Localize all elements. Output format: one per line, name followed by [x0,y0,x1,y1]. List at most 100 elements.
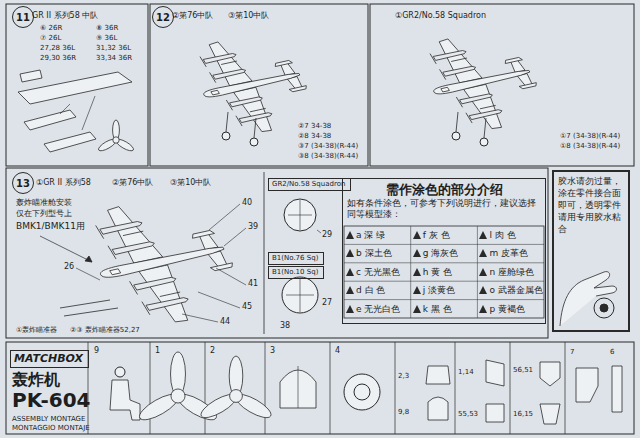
triangle-marker [346,268,354,276]
cell-divider [265,342,266,434]
propeller-hub [113,137,119,143]
paint-code: a 深 绿 [356,229,385,241]
cockpit-glazing [441,87,449,92]
turret-part [354,384,370,400]
triangle-marker [413,286,421,294]
cockpit-glazing [110,269,121,275]
turret-frame [300,278,301,312]
step-panel [370,4,634,166]
instruction-text: 仅在下列型号上 [16,209,72,218]
paint-code: l 肉 色 [489,229,515,241]
instruction-text: 27,28 36L [40,44,75,52]
glue-note-box: 胶水请勿过量，涂在零件接合面即可，透明零件请用专用胶水粘合 [552,170,630,332]
tail-fin [504,57,523,63]
propeller-disc [466,113,472,123]
part-number: 56,51 [513,366,533,374]
legend-marker [413,268,421,276]
instruction-text: ③7 (34-38)(R-44) [298,142,358,150]
instruction-text: ②③ 轰炸瞄准器52,27 [70,326,140,334]
instruction-text: ②7 34-38 [298,122,331,130]
wheel [222,132,230,140]
leader-line [216,268,246,285]
instruction-text: ⑦ 26L [40,34,61,42]
propeller-disc [108,246,116,259]
part-number: 3 [270,346,275,355]
instruction-text: BMK1/BMK11用 [16,221,85,231]
instruction-text: ⑨ 36L [96,34,117,42]
strut-part [60,300,110,308]
turret-drawing [284,199,316,231]
table-rule [344,262,544,263]
leader-line [198,292,240,308]
leader-line [224,228,246,246]
instruction-text: ①8 (34-38)(R-44) [560,142,620,150]
part-number: 2 [210,346,215,355]
triangle-marker [479,286,487,294]
part-number: 9,8 [398,408,409,416]
instruction-text: ①7 (34-38)(R-44) [560,132,620,140]
legend-item: f 灰 色 [413,229,450,241]
squadron-name: GR2/No.58 Squadron [272,180,347,189]
squadron-name: B1(No.76 Sq) [272,254,320,263]
legend-item: n 座舱绿色 [479,266,534,278]
triangle-marker [346,249,354,257]
callout-number: 38 [280,321,290,330]
triangle-marker [479,249,487,257]
step-circle: 12 [152,6,174,28]
legend-item: m 皮革色 [479,247,528,259]
engine-nacelle [44,132,96,152]
engine-nacelle [24,110,76,130]
triangle-marker [479,231,487,239]
step-panel [150,4,368,166]
propeller-disc [130,281,138,294]
paint-code: o 武器金属色 [489,284,542,296]
small-part [540,404,560,424]
sheet-caption: MONTAGGIO MONTAJE [12,424,90,432]
leader-line [317,230,321,233]
landing-gear [484,118,486,138]
hand-drawing [560,272,617,326]
legend-item: a 深 绿 [346,229,385,241]
legend-marker [346,305,354,313]
assembly-arrow [82,96,95,130]
engine-nacelle [146,296,190,310]
legend-marker [479,305,487,313]
part-number: 1 [155,346,160,355]
propeller-disc [96,225,104,238]
triangle-marker [346,286,354,294]
instruction-text: ①GR II 系列58 [36,178,91,187]
paint-code: b 深土色 [356,247,392,259]
callout-number: 27 [322,298,332,307]
legend-item: e 无光白色 [346,303,400,315]
instruction-text: 31,32 36L [96,44,131,52]
turret-part [344,374,380,410]
sheet-caption: ASSEMBLY MONTAGE [12,415,85,423]
wheel [480,138,488,146]
legend-marker [346,249,354,257]
legend-marker [479,286,487,294]
callout-number: 29 [322,230,332,239]
step-number: 11 [16,11,30,24]
part-number: 2,3 [398,372,409,380]
wheel [250,138,258,146]
small-part [612,366,622,412]
tail-fin [274,60,293,66]
squadron-name: B1(No.10 Sq) [272,268,320,277]
paint-code: k 黑 色 [423,303,452,315]
turret-frame [300,200,301,230]
propeller-hub [230,390,243,403]
parts-strip [6,342,634,434]
callout-number: 44 [220,317,230,326]
instruction-text: 轰炸瞄准舱安装 [16,198,72,207]
cell-divider [510,342,511,434]
legend-item: l 肉 色 [479,229,515,241]
cockpit-glazing [211,90,219,95]
part-number: 1,14 [458,368,474,376]
cell-divider [565,342,566,434]
bomber-drawing [66,191,258,331]
paint-code: h 黄 色 [423,266,452,278]
table-rule [344,299,544,300]
legend-marker [413,286,421,294]
propeller-disc [440,69,446,79]
